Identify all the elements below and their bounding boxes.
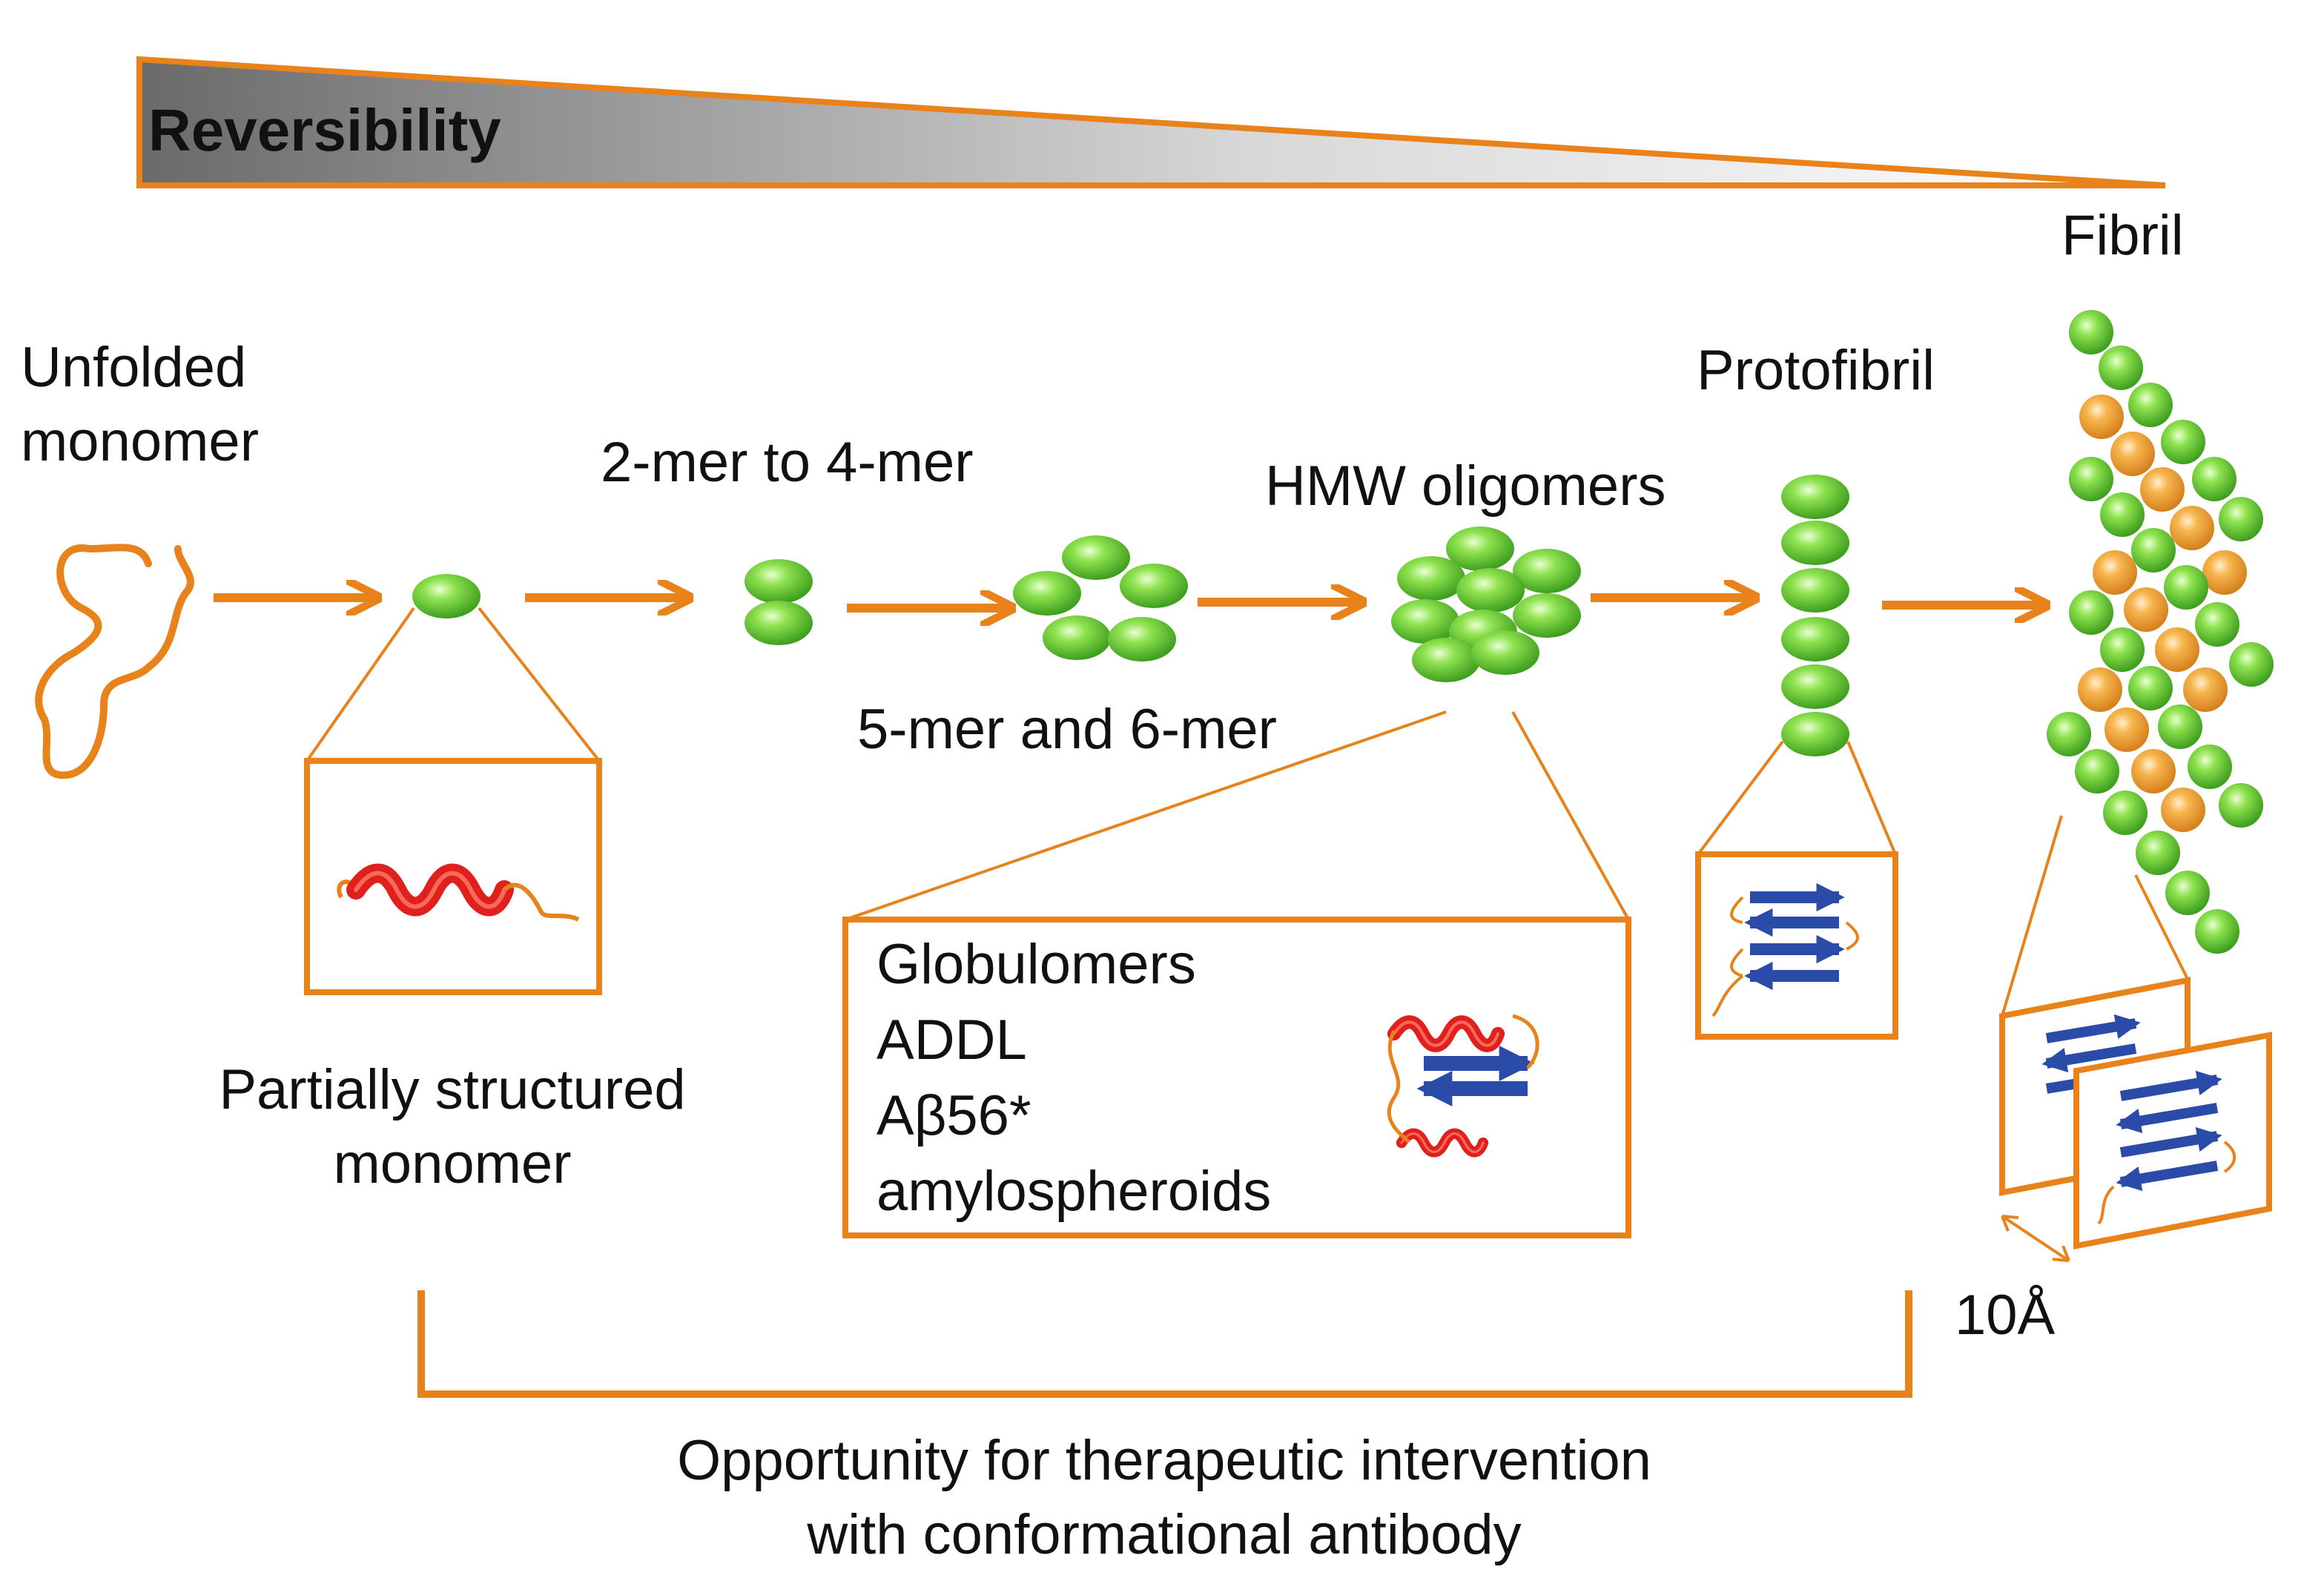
fibril-sphere-cluster [2047, 310, 2274, 954]
protofibril-loops [1711, 896, 1859, 1017]
oligomer-structure-graphic [1389, 1014, 1539, 1152]
reversibility-wedge [136, 56, 2166, 188]
reversibility-label: Reversibility [148, 97, 501, 163]
hmw-oligomer-cluster [1391, 527, 1581, 682]
therapeutic-intervention-caption: Opportunity for therapeutic intervention… [677, 1429, 1651, 1566]
spacing-label: 10Å [1955, 1284, 2056, 1347]
helix-graphic [337, 874, 580, 922]
beta-sheet-graphic [1744, 882, 1845, 991]
hmw-zoom-lines [845, 710, 1630, 921]
partially-structured-monomer-label: Partially structured monomer [219, 1058, 686, 1195]
unfolded-monomer-coil [35, 544, 194, 779]
spacing-arrow [2001, 1215, 2070, 1262]
dimer-cluster [745, 559, 813, 645]
oligomer-type-item: ADDL [877, 1009, 1027, 1072]
fibril-sheet-front [2073, 1032, 2272, 1250]
pathway-arrows [214, 598, 2047, 608]
dimer-tetramer-label: 2-mer to 4-mer [601, 431, 974, 494]
protofibril-stack [1781, 475, 1849, 756]
hmw-oligomers-label: HMW oligomers [1265, 455, 1666, 518]
fibril-zoom-lines [2001, 815, 2189, 1017]
oligomer-type-item: Aβ56* [877, 1084, 1031, 1147]
monomer-zoom-lines [306, 607, 601, 762]
oligomer-type-item: amylospheroids [877, 1160, 1272, 1223]
pentamer-hexamer-label: 5-mer and 6-mer [857, 698, 1277, 761]
oligomer-box [842, 917, 1631, 1238]
monomer-sphere [412, 574, 481, 618]
therapeutic-window-bracket [417, 1290, 1912, 1398]
hexamer-ring [1013, 535, 1188, 661]
fibril-label: Fibril [2061, 204, 2184, 267]
protofibril-label: Protofibril [1697, 339, 1935, 402]
oligomer-type-item: Globulomers [877, 933, 1196, 996]
unfolded-monomer-label: Unfolded monomer [21, 336, 259, 473]
protofibril-zoom-lines [1697, 740, 1897, 856]
oligomer-types-list: Globulomers ADDL Aβ56* amylospheroids [877, 927, 1271, 1230]
